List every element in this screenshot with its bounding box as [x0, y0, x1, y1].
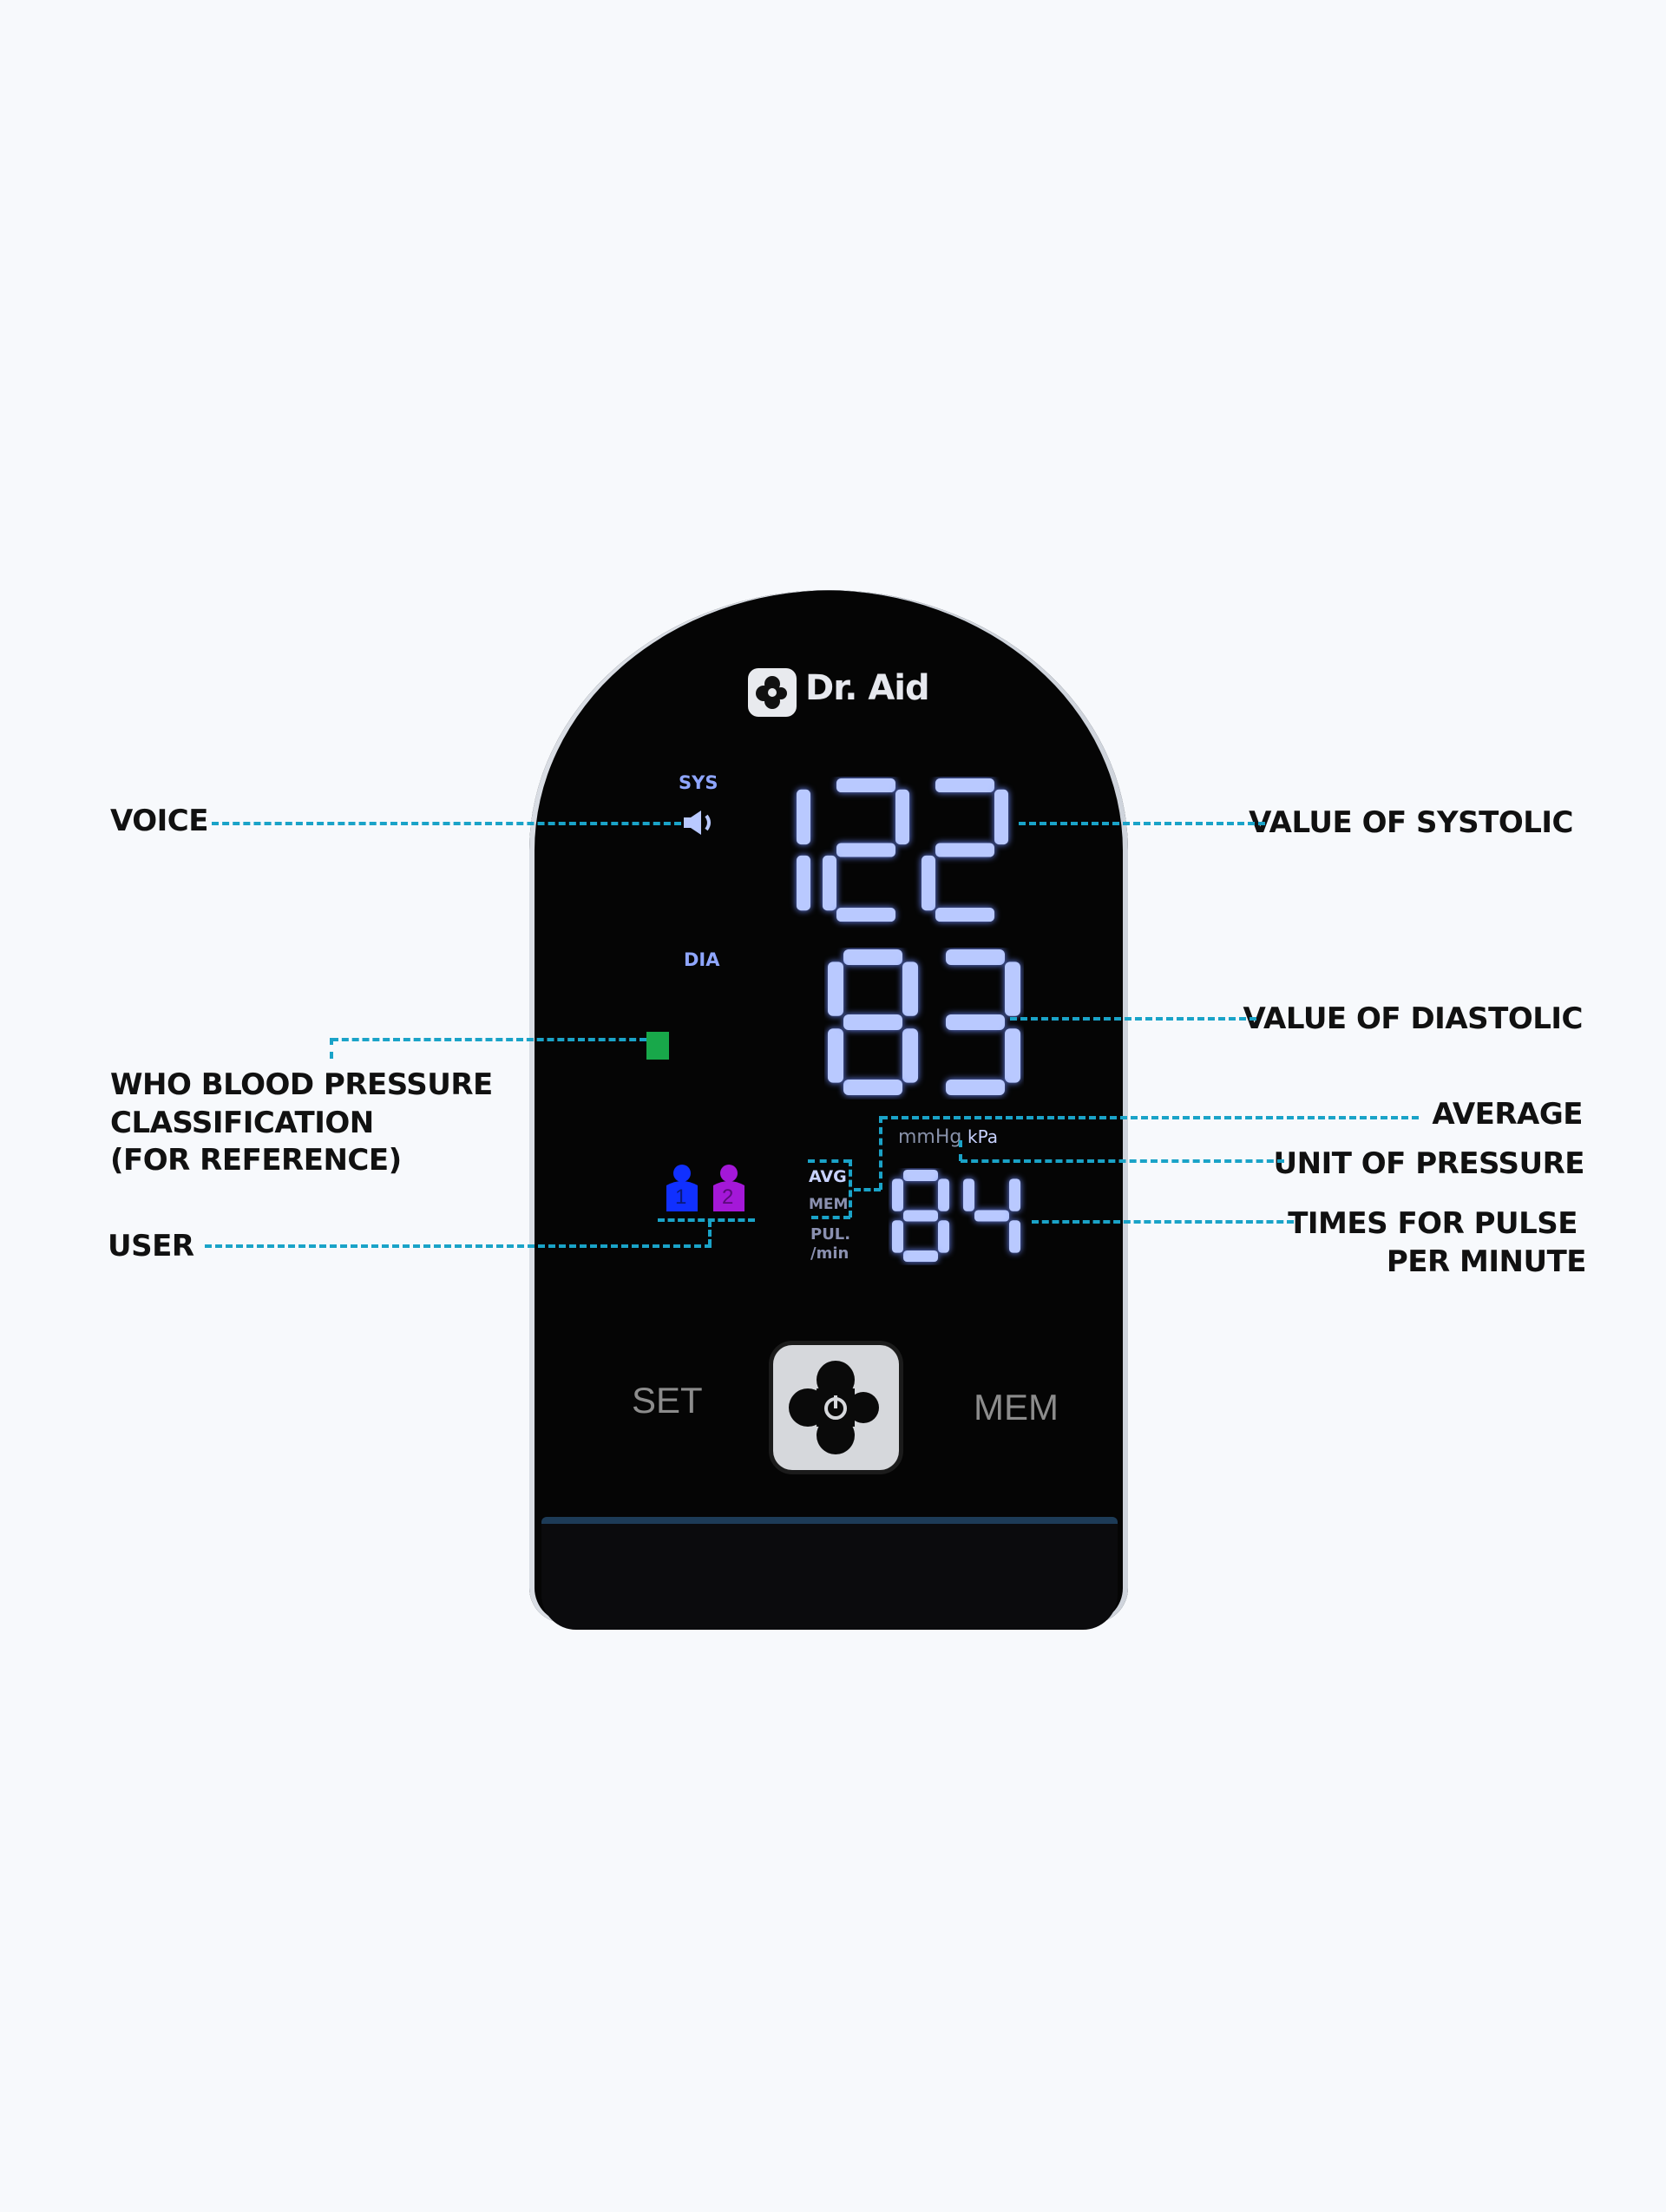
unit-kpa: kPa [967, 1126, 998, 1147]
who-leader-line [331, 1038, 646, 1041]
digit-0-segment-g [843, 1014, 902, 1030]
digit-1-segment-b [1009, 1178, 1020, 1211]
user-1-number: 1 [675, 1185, 687, 1209]
sys-label: SYS [679, 772, 718, 793]
average-leader-line [881, 1116, 1419, 1119]
user-bracket-line [658, 1218, 755, 1222]
digit-1-segment-c [1005, 1028, 1020, 1083]
digit-0-segment-b [938, 1178, 949, 1211]
digit-0-segment-e [892, 1220, 903, 1253]
diastolic-value-display [828, 949, 1020, 1095]
digit-1-segment-d [946, 1080, 1005, 1095]
pulse-value-display [892, 1170, 1020, 1262]
digit-0-segment-c [902, 1028, 918, 1083]
brand-name: Dr. Aid [805, 668, 930, 708]
digit-0-segment-c [938, 1220, 949, 1253]
diastolic-annotation: VALUE OF DIASTOLIC [1243, 1001, 1584, 1036]
mem-button[interactable]: MEM [974, 1387, 1059, 1428]
digit-1-segment-b [895, 789, 909, 845]
digit-0-segment-d [843, 1080, 902, 1095]
blood-pressure-monitor: Dr. Aid SYS DIA 1 2 AVG MEM PUL. /min mm… [529, 590, 1128, 1630]
who-leader-line-vertical [330, 1038, 333, 1059]
digit-0-segment-g [903, 1210, 938, 1222]
per-min-label: /min [810, 1244, 849, 1263]
digit-0-segment-f [828, 962, 843, 1016]
user-1-icon: 1 [663, 1163, 701, 1211]
digit-1-segment-a [946, 949, 1005, 965]
user-leader-line [205, 1244, 712, 1248]
who-classification-indicator [646, 1032, 669, 1060]
digit-2-segment-e [922, 855, 935, 911]
device-base [541, 1517, 1118, 1630]
who-annotation-line1: WHO BLOOD PRESSURE [110, 1067, 493, 1102]
unit-leader-line [961, 1159, 1284, 1163]
pulse-annotation-line2: PER MINUTE [1386, 1244, 1587, 1279]
pulse-leader-line [1032, 1220, 1294, 1224]
digit-1-segment-g [974, 1210, 1009, 1222]
unit-annotation: UNIT OF PRESSURE [1273, 1146, 1585, 1181]
who-annotation-line2: CLASSIFICATION [110, 1106, 374, 1140]
systolic-value-display [797, 778, 1008, 922]
unit-mmhg: mmHg [898, 1126, 962, 1148]
voice-leader-line [212, 822, 681, 825]
voice-annotation: VOICE [110, 804, 208, 838]
digit-0-segment-b [902, 962, 918, 1016]
average-leader-line-vertical [879, 1116, 882, 1190]
digit-0-segment-c [797, 855, 810, 911]
average-annotation: AVERAGE [1432, 1097, 1583, 1132]
user-leader-line-vertical [708, 1220, 712, 1246]
digit-1-segment-e [823, 855, 836, 911]
user-2-number: 2 [722, 1185, 734, 1209]
digit-0-segment-f [892, 1178, 903, 1211]
digit-1-segment-g [836, 843, 895, 857]
digit-0-segment-d [903, 1250, 938, 1262]
pul-label: PUL. [810, 1225, 851, 1244]
avg-mem-bracket-bottom [811, 1216, 850, 1219]
digit-2-segment-g [935, 843, 994, 857]
digit-0-segment-b [797, 789, 810, 845]
power-button[interactable] [773, 1345, 899, 1470]
power-icon [789, 1361, 879, 1454]
digit-1-segment-g [946, 1014, 1005, 1030]
digit-1-segment-a [836, 778, 895, 792]
digit-2-segment-a [935, 778, 994, 792]
diastolic-leader-line [1010, 1017, 1256, 1021]
digit-1-segment-f [963, 1178, 974, 1211]
avg-label: AVG [809, 1167, 847, 1186]
digit-1-segment-d [836, 908, 895, 922]
digit-1-segment-c [1009, 1220, 1020, 1253]
dia-label: DIA [684, 949, 720, 970]
digit-1-segment-b [1005, 962, 1020, 1016]
user-annotation: USER [108, 1229, 194, 1264]
speaker-icon [682, 809, 717, 841]
brand-logo-icon [748, 668, 797, 717]
digit-2-segment-b [994, 789, 1008, 845]
digit-0-segment-a [903, 1170, 938, 1181]
systolic-annotation: VALUE OF SYSTOLIC [1249, 805, 1573, 840]
digit-0-segment-a [843, 949, 902, 965]
systolic-leader-line [1019, 822, 1265, 825]
unit-leader-line-vertical [959, 1140, 962, 1161]
who-annotation-line3: (FOR REFERENCE) [110, 1143, 402, 1178]
mem-label: MEM [809, 1196, 849, 1213]
average-leader-line-stub [854, 1188, 881, 1191]
user-2-icon: 2 [710, 1163, 748, 1211]
avg-mem-bracket-side [849, 1159, 852, 1218]
digit-0-segment-e [828, 1028, 843, 1083]
digit-2-segment-d [935, 908, 994, 922]
pulse-annotation-line1: TIMES FOR PULSE [1288, 1206, 1577, 1241]
avg-mem-bracket-top [808, 1159, 850, 1163]
set-button[interactable]: SET [632, 1380, 703, 1421]
